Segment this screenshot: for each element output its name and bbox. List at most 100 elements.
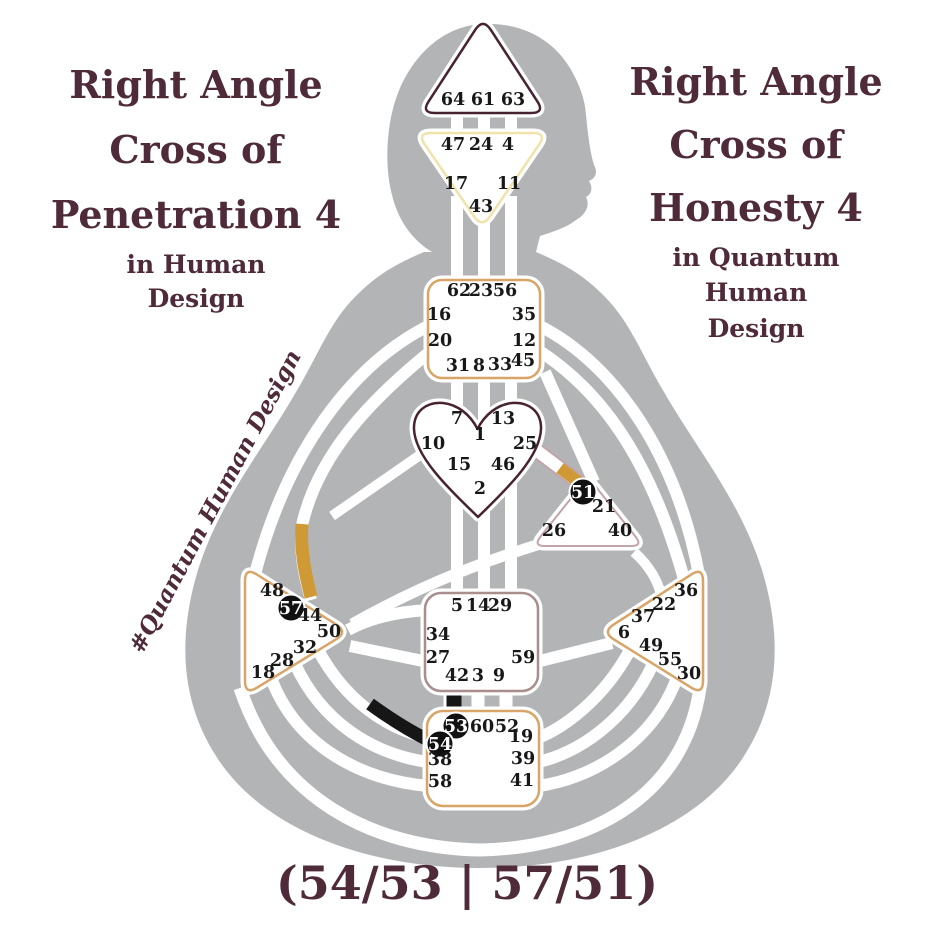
gate-33: 33 xyxy=(488,355,512,375)
gate-31: 31 xyxy=(446,356,470,376)
gate-58: 58 xyxy=(428,772,452,792)
gate-10: 10 xyxy=(421,434,445,454)
g-center xyxy=(412,401,543,519)
gate-32: 32 xyxy=(293,638,317,658)
gate-9: 9 xyxy=(493,666,505,686)
gate-54: 54 xyxy=(428,735,452,755)
gate-29: 29 xyxy=(488,596,512,616)
gate-17: 17 xyxy=(444,174,468,194)
gate-34: 34 xyxy=(426,625,450,645)
gate-36: 36 xyxy=(674,581,698,601)
gate-12: 12 xyxy=(512,331,536,351)
gate-35: 35 xyxy=(512,305,536,325)
gate-28: 28 xyxy=(270,651,294,671)
gate-27: 27 xyxy=(426,648,450,668)
gate-11: 11 xyxy=(497,174,521,194)
gate-42: 42 xyxy=(445,666,469,686)
gate-24: 24 xyxy=(469,135,493,155)
gate-61: 61 xyxy=(471,90,495,110)
gate-numbers: 64 61 63 47 24 4 17 11 43 62 23 56 16 35… xyxy=(251,90,701,792)
throat-center xyxy=(426,278,542,380)
channel-12-22 xyxy=(534,344,693,592)
gate-7: 7 xyxy=(451,409,463,429)
gate-8: 8 xyxy=(473,356,485,376)
channel-28-38 xyxy=(289,661,429,768)
channel-35-36 xyxy=(535,319,705,577)
gate-22: 22 xyxy=(652,595,676,615)
gate-44: 44 xyxy=(298,606,322,626)
right-title-line1: Right Angle xyxy=(629,59,882,104)
gate-57-highlight xyxy=(276,593,306,623)
gate-21: 21 xyxy=(592,497,616,517)
gate-47: 47 xyxy=(441,135,465,155)
right-title-sub1: in Quantum xyxy=(673,243,840,272)
channel-45-21 xyxy=(539,369,600,485)
gate-5: 5 xyxy=(451,596,463,616)
gate-63: 63 xyxy=(501,90,525,110)
gate-43: 43 xyxy=(469,197,493,217)
gate-14: 14 xyxy=(466,596,490,616)
left-title-block: Right Angle Cross of Penetration 4 in Hu… xyxy=(51,62,341,313)
gate-37: 37 xyxy=(631,607,655,627)
right-title-line2: Cross of xyxy=(669,122,845,167)
gate-64: 64 xyxy=(441,90,465,110)
gate-59: 59 xyxy=(511,648,535,668)
sacral-center xyxy=(423,591,540,693)
gate-4: 4 xyxy=(502,135,514,155)
gate-1: 1 xyxy=(474,425,486,445)
gate-18: 18 xyxy=(251,663,275,683)
channel-segment-gold-57 xyxy=(295,523,318,599)
ajna-center xyxy=(420,131,544,224)
gate-19: 19 xyxy=(509,727,533,747)
gate-25: 25 xyxy=(513,434,537,454)
gate-15: 15 xyxy=(447,455,471,475)
gate-48: 48 xyxy=(260,581,284,601)
gate-62: 62 xyxy=(447,281,471,301)
gate-49: 49 xyxy=(639,636,663,656)
channel-16-48 xyxy=(248,319,433,580)
gate-60: 60 xyxy=(470,717,494,737)
right-title-sub3: Design xyxy=(708,314,805,343)
left-title-line1: Right Angle xyxy=(69,62,322,107)
gate-38: 38 xyxy=(428,750,452,770)
left-title-sub2: Design xyxy=(148,284,245,313)
left-title-sub1: in Human xyxy=(126,250,265,279)
channel-34-57 xyxy=(345,604,429,636)
gate-46: 46 xyxy=(491,455,515,475)
channel-18-58 xyxy=(265,675,429,792)
channel-59-6 xyxy=(534,637,614,668)
gate-6: 6 xyxy=(618,623,630,643)
gate-2: 2 xyxy=(474,479,486,499)
gate-40: 40 xyxy=(608,521,632,541)
solar-plexus-center xyxy=(606,570,705,692)
right-title-block: Right Angle Cross of Honesty 4 in Quantu… xyxy=(629,59,882,343)
centers xyxy=(240,19,708,811)
gate-13: 13 xyxy=(491,409,515,429)
gate-3: 3 xyxy=(472,666,484,686)
outer-bottom-arc xyxy=(233,685,707,857)
channel-44-26 xyxy=(349,538,542,629)
gate-53: 53 xyxy=(444,717,468,737)
gate-45: 45 xyxy=(511,351,535,371)
right-title-sub2: Human xyxy=(705,278,808,307)
spleen-center xyxy=(243,570,344,692)
gate-23: 23 xyxy=(469,281,493,301)
channel-49-19 xyxy=(535,647,636,744)
gate-50: 50 xyxy=(317,622,341,642)
gate-54-highlight xyxy=(425,729,455,759)
gate-51-highlight xyxy=(568,477,598,507)
head-center xyxy=(424,22,542,115)
gate-16: 16 xyxy=(427,305,451,325)
gate-41: 41 xyxy=(510,771,534,791)
left-title-line3: Penetration 4 xyxy=(51,192,341,237)
gate-55: 55 xyxy=(658,650,682,670)
gate-39: 39 xyxy=(511,749,535,769)
right-title-line3: Honesty 4 xyxy=(649,185,863,230)
gate-52: 52 xyxy=(495,717,519,737)
channel-10-57 xyxy=(329,450,423,521)
gate-20: 20 xyxy=(428,331,452,351)
channel-55-39 xyxy=(536,661,659,768)
cross-notation: (54/53 | 57/51) xyxy=(276,856,658,910)
gate-26: 26 xyxy=(542,521,566,541)
